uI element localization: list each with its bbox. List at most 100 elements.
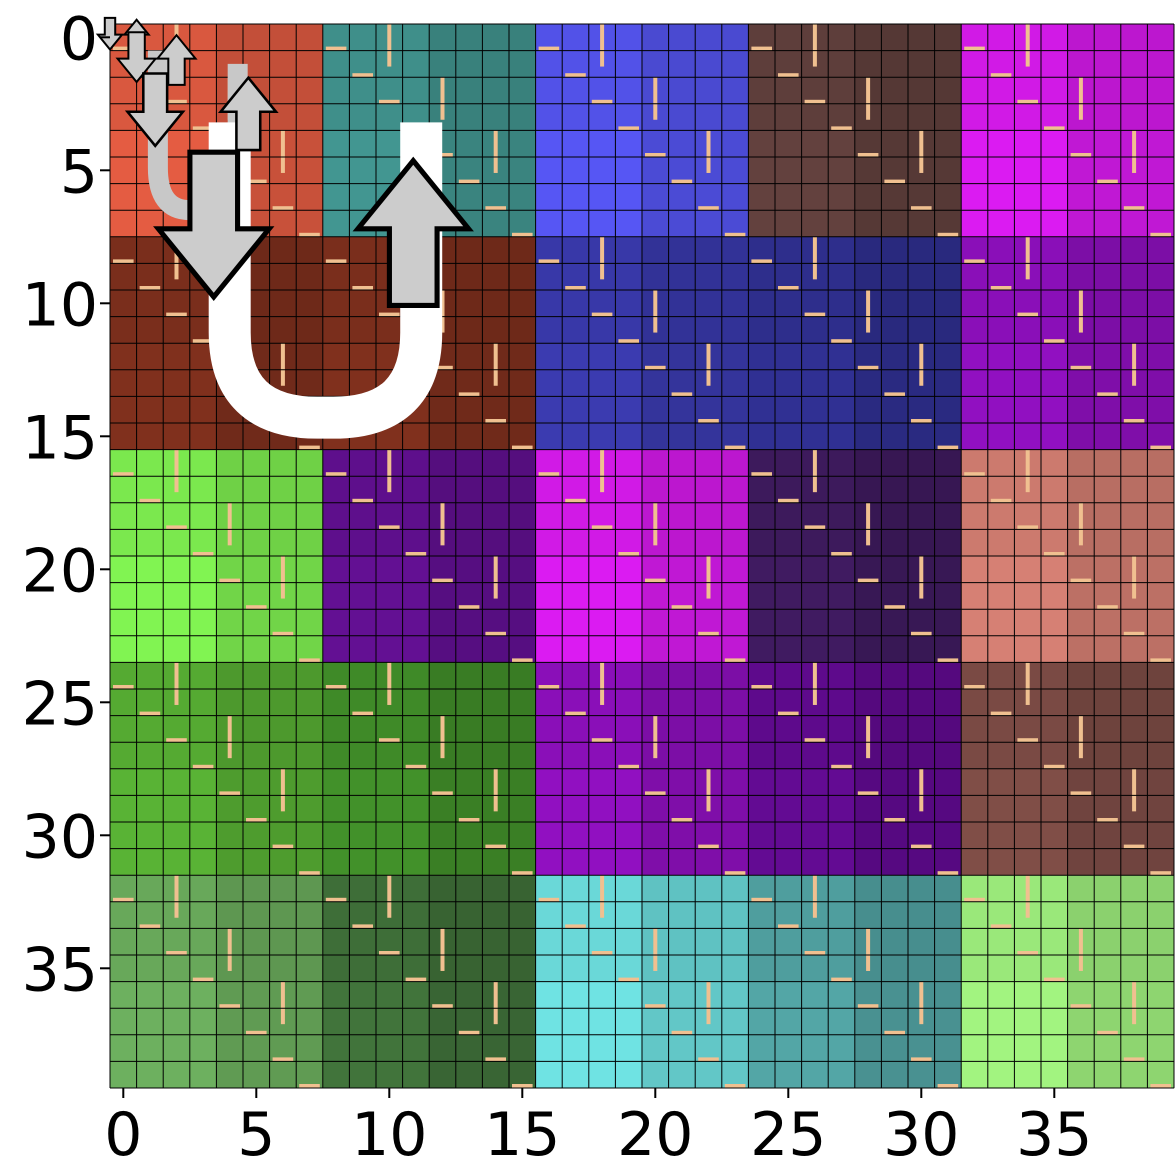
- mark-h-0-1-2: [379, 99, 400, 104]
- mark-h-4-4-3: [1044, 977, 1065, 982]
- y-tick-label: 35: [22, 935, 98, 1005]
- mark-h-3-4-0: [964, 685, 985, 689]
- mark-v-2-0-3: [227, 502, 232, 546]
- mark-h-1-4-3: [1044, 339, 1065, 344]
- mark-h-2-4-0: [964, 472, 985, 477]
- mark-v-2-3-1: [812, 449, 817, 493]
- mark-h-1-1-1: [352, 286, 373, 290]
- mark-h-2-1-3: [405, 552, 427, 556]
- mark-v-2-0-5: [280, 556, 285, 599]
- mark-v-3-2-5: [706, 768, 711, 812]
- mark-v-0-4-5: [1132, 130, 1137, 173]
- mark-h-0-4-4: [1070, 153, 1092, 157]
- x-tick-label: 25: [750, 1100, 826, 1162]
- mark-h-2-0-1: [139, 498, 161, 503]
- mark-h-1-3-7: [937, 445, 959, 450]
- mark-h-0-2-1: [565, 73, 586, 78]
- medium-down-arrow: [124, 72, 186, 148]
- mark-h-3-4-7: [1150, 871, 1171, 876]
- mark-h-4-4-5: [1097, 1030, 1118, 1035]
- mark-h-4-3-4: [857, 1004, 879, 1009]
- x-tick-label: 0: [104, 1100, 142, 1162]
- mark-v-4-0-5: [280, 981, 285, 1025]
- mark-h-3-3-2: [804, 738, 826, 743]
- mark-h-2-1-2: [379, 525, 400, 530]
- mark-v-1-2-1: [600, 236, 605, 280]
- mark-h-4-1-0: [325, 897, 347, 902]
- mark-v-4-3-3: [866, 928, 871, 971]
- mark-h-4-0-2: [166, 951, 187, 955]
- mark-v-4-2-5: [706, 981, 711, 1025]
- mark-h-1-3-3: [831, 339, 852, 344]
- mark-h-2-2-6: [698, 631, 719, 636]
- mark-h-1-3-2: [804, 312, 826, 317]
- mark-h-2-4-2: [1017, 525, 1038, 530]
- small-down-arrow-1: [95, 16, 125, 52]
- mark-h-3-4-2: [1017, 738, 1038, 743]
- mark-h-0-1-6: [485, 206, 506, 211]
- mark-v-2-4-5: [1132, 556, 1137, 599]
- mark-h-3-0-3: [192, 764, 214, 769]
- mark-h-2-4-7: [1150, 658, 1171, 663]
- mark-h-3-0-2: [166, 738, 187, 743]
- mark-h-1-1-0: [325, 259, 347, 264]
- mark-h-2-3-1: [778, 498, 799, 503]
- mark-h-1-2-6: [698, 419, 719, 423]
- mark-h-0-3-6: [911, 206, 932, 211]
- mark-h-4-2-1: [565, 924, 586, 929]
- mark-h-2-0-4: [219, 578, 240, 583]
- mark-h-2-0-5: [246, 605, 267, 610]
- mark-h-2-2-3: [618, 552, 639, 556]
- mark-h-0-4-2: [1017, 99, 1038, 104]
- mark-h-2-0-6: [272, 631, 294, 636]
- mark-h-0-3-1: [778, 73, 799, 78]
- mark-h-4-1-3: [405, 977, 427, 982]
- mark-h-0-1-4: [432, 153, 453, 157]
- mark-h-4-2-0: [538, 897, 560, 902]
- mark-h-3-0-4: [219, 791, 240, 796]
- mark-h-3-3-1: [778, 711, 799, 716]
- mark-h-0-2-0: [538, 46, 560, 51]
- x-tick-label: 5: [237, 1100, 275, 1162]
- mark-v-2-3-3: [866, 502, 871, 546]
- mark-h-1-1-7: [512, 445, 533, 450]
- mark-v-0-1-3: [440, 77, 445, 120]
- mark-v-1-3-3: [866, 290, 871, 333]
- mark-h-3-1-2: [379, 738, 400, 743]
- large-u-shape: [208, 122, 443, 439]
- mark-h-1-4-1: [990, 286, 1012, 290]
- mark-h-2-3-7: [937, 658, 959, 663]
- mark-h-2-3-5: [884, 605, 905, 610]
- mark-h-3-2-3: [618, 764, 639, 769]
- y-tick-label: 5: [60, 137, 98, 207]
- mark-v-1-4-1: [1025, 236, 1030, 280]
- mark-h-4-0-4: [219, 1004, 240, 1009]
- mark-v-3-0-1: [174, 662, 179, 705]
- mark-h-4-1-7: [512, 1084, 533, 1088]
- grid-lines: [109, 23, 1175, 1089]
- mark-v-4-4-5: [1132, 981, 1137, 1025]
- mark-v-1-1-5: [493, 343, 498, 386]
- mark-v-3-1-3: [440, 715, 445, 759]
- mark-h-3-4-5: [1097, 818, 1118, 822]
- mark-h-4-3-6: [911, 1057, 932, 1062]
- mark-v-4-3-1: [812, 875, 817, 918]
- mark-v-4-0-3: [227, 928, 232, 971]
- mark-h-3-1-0: [325, 685, 347, 689]
- mark-h-0-3-5: [884, 179, 905, 184]
- y-tick-label: 10: [22, 270, 98, 340]
- mark-v-1-1-3: [440, 290, 445, 333]
- mark-h-3-3-5: [884, 818, 905, 822]
- mark-h-1-2-5: [671, 392, 693, 397]
- mark-h-3-2-2: [591, 738, 613, 743]
- medium-up-arrow: [217, 75, 279, 152]
- mark-h-2-2-4: [645, 578, 666, 583]
- y-tick-label: 30: [22, 802, 98, 872]
- mark-h-3-3-3: [831, 764, 852, 769]
- mark-h-0-1-7: [512, 232, 533, 237]
- mark-h-2-2-1: [565, 498, 586, 503]
- mark-h-4-3-2: [804, 951, 826, 955]
- mark-h-1-0-0: [113, 259, 134, 264]
- mark-h-4-4-1: [990, 924, 1012, 929]
